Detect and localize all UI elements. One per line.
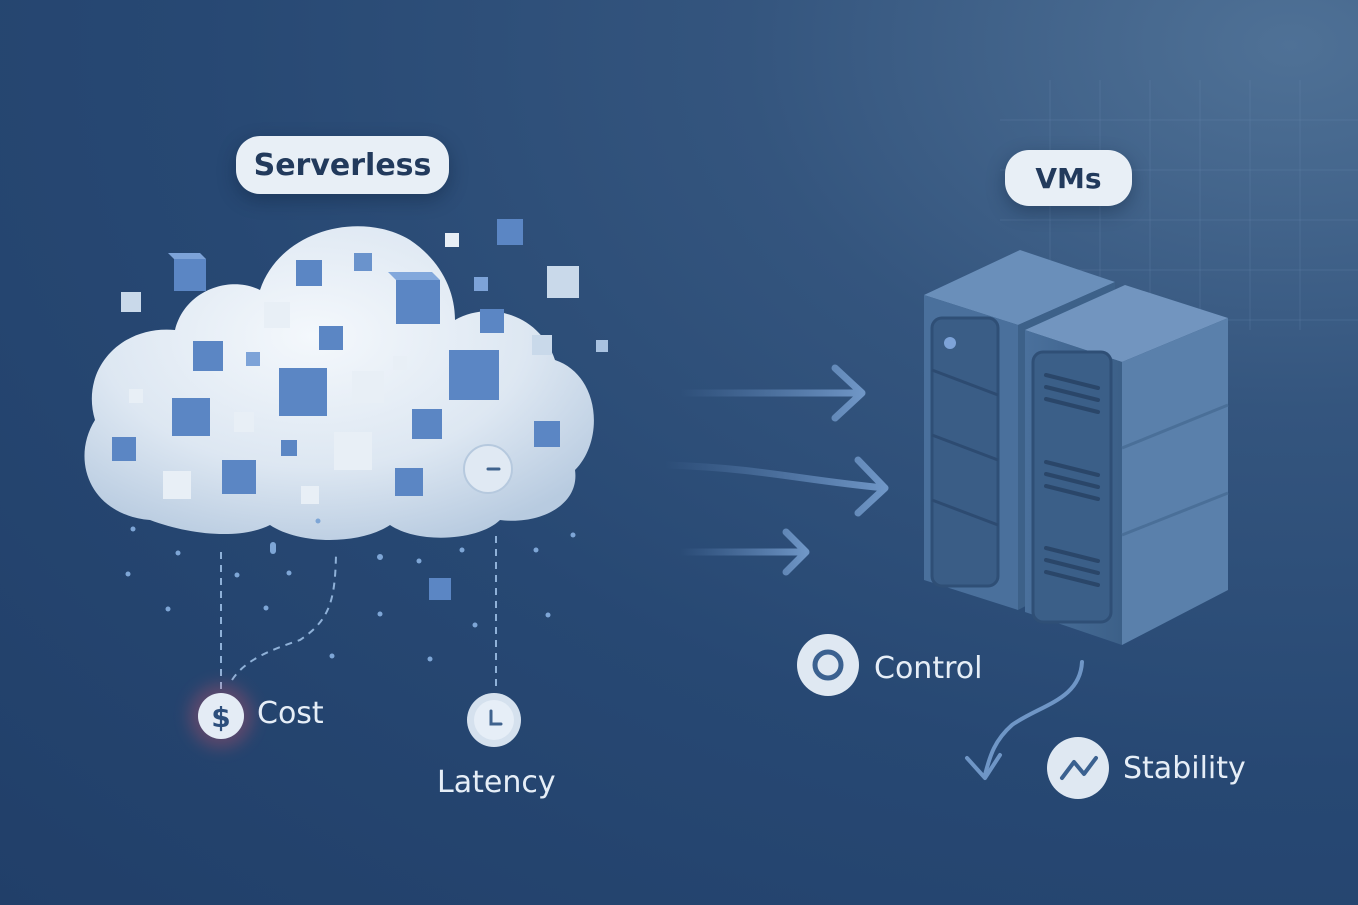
arrow-right-icon — [661, 456, 889, 517]
particle-dots — [125, 518, 576, 662]
cloud-clock-icon — [463, 444, 513, 494]
circle-icon — [797, 634, 859, 696]
clock-icon — [467, 693, 521, 747]
compute-cubes — [112, 219, 608, 600]
stability-label: Stability — [1123, 751, 1246, 786]
control-label: Control — [874, 651, 983, 686]
cost-label: Cost — [257, 696, 324, 731]
serverless-cloud — [84, 226, 594, 540]
latency-label: Latency — [437, 765, 556, 800]
serverless-label: Serverless — [236, 136, 449, 194]
svg-text:$: $ — [211, 701, 230, 734]
arrow-right-icon — [676, 364, 866, 422]
dollar-icon: $ — [189, 684, 253, 748]
curved-arrow-down — [965, 660, 1084, 780]
flow-arrows — [661, 364, 889, 576]
vms-label: VMs — [1005, 150, 1132, 206]
trend-line-icon — [1047, 737, 1109, 799]
arrow-right-icon — [676, 528, 810, 576]
dashed-connectors — [220, 536, 497, 690]
vm-server-right — [1025, 285, 1229, 645]
